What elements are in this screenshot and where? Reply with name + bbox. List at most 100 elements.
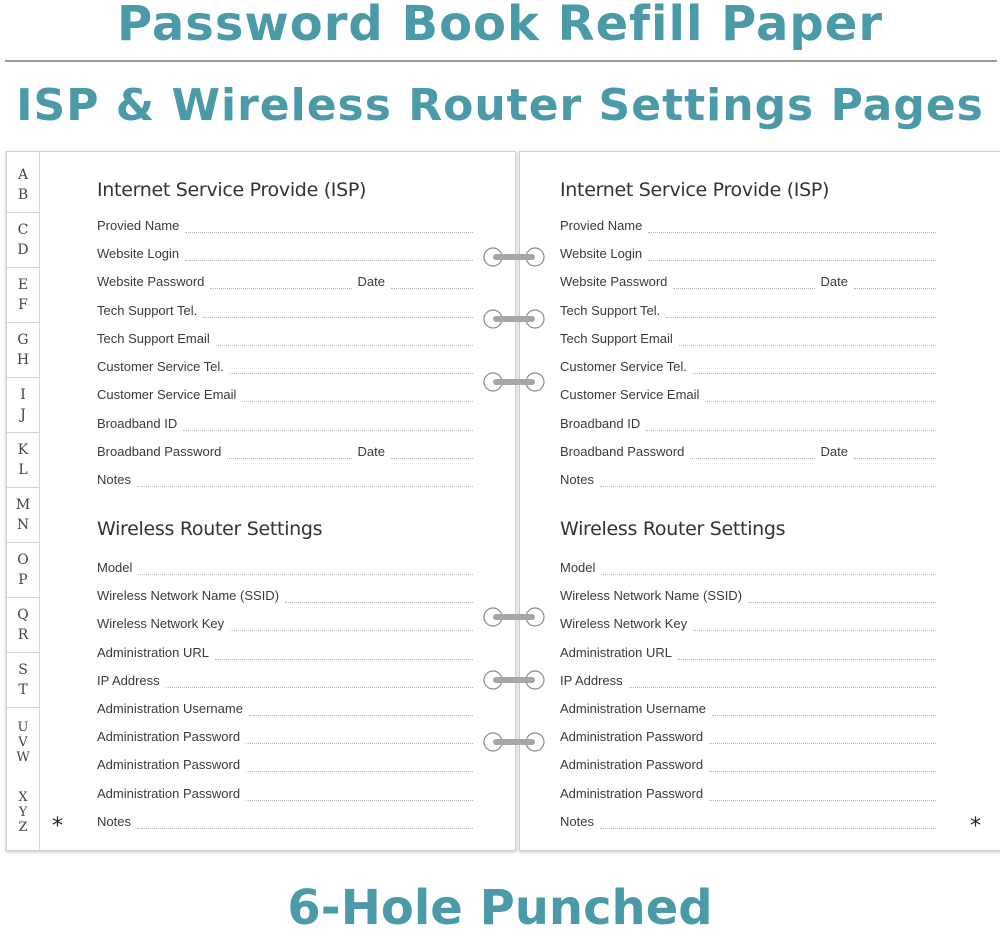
isp-field-row: Website Password Date bbox=[97, 271, 473, 289]
field-label: Broadband ID bbox=[97, 416, 178, 431]
router-field-row: IP Address bbox=[560, 670, 936, 688]
write-in-line[interactable] bbox=[215, 333, 473, 346]
router-field-row: Wireless Network Name (SSID) bbox=[560, 585, 936, 603]
field-label: Tech Support Email bbox=[560, 331, 673, 346]
isp-field-row: Customer Service Tel. bbox=[97, 356, 473, 374]
router-field-row: Model bbox=[560, 557, 936, 575]
write-in-line[interactable] bbox=[666, 305, 936, 318]
write-in-line[interactable] bbox=[709, 731, 936, 744]
date-write-in-line[interactable] bbox=[854, 446, 936, 459]
write-in-line[interactable] bbox=[246, 759, 473, 772]
write-in-line[interactable] bbox=[138, 562, 473, 575]
ring-bar bbox=[493, 379, 535, 385]
date-write-in-line[interactable] bbox=[854, 276, 936, 289]
router-field-row: Wireless Network Key bbox=[97, 613, 473, 631]
field-label: Tech Support Tel. bbox=[560, 303, 661, 318]
write-in-line[interactable] bbox=[210, 276, 352, 289]
write-in-line[interactable] bbox=[599, 474, 936, 487]
write-in-line[interactable] bbox=[648, 248, 936, 261]
write-in-line[interactable] bbox=[285, 590, 473, 603]
field-label: Administration URL bbox=[97, 645, 209, 660]
tab-letter: D bbox=[17, 241, 29, 258]
isp-field-row: Provied Name bbox=[560, 215, 936, 233]
field-label: Wireless Network Key bbox=[560, 616, 688, 631]
field-label: Customer Service Tel. bbox=[97, 359, 224, 374]
tab-letter: X bbox=[18, 789, 28, 805]
write-in-line[interactable] bbox=[246, 731, 473, 744]
page-title: Password Book Refill Paper bbox=[117, 0, 883, 52]
write-in-line[interactable] bbox=[242, 389, 473, 402]
date-label: Date bbox=[357, 274, 385, 289]
isp-field-row: Broadband ID bbox=[560, 413, 936, 431]
date-label: Date bbox=[357, 444, 385, 459]
write-in-line[interactable] bbox=[690, 446, 815, 459]
write-in-line[interactable] bbox=[709, 788, 936, 801]
write-in-line[interactable] bbox=[183, 418, 473, 431]
write-in-line[interactable] bbox=[693, 618, 936, 631]
tab-letter: W bbox=[16, 749, 30, 765]
write-in-line[interactable] bbox=[709, 759, 936, 772]
ring-bar bbox=[493, 739, 535, 745]
router-field-row: Notes bbox=[97, 811, 473, 829]
router-section-heading: Wireless Router Settings bbox=[97, 518, 323, 540]
tab-letter: Q bbox=[17, 606, 29, 623]
write-in-line[interactable] bbox=[229, 361, 473, 374]
isp-field-row: Tech Support Email bbox=[97, 328, 473, 346]
write-in-line[interactable] bbox=[165, 675, 473, 688]
write-in-line[interactable] bbox=[136, 474, 473, 487]
write-in-line[interactable] bbox=[601, 562, 936, 575]
date-label: Date bbox=[820, 274, 848, 289]
date-write-in-line[interactable] bbox=[391, 276, 473, 289]
field-label: Website Password bbox=[97, 274, 205, 289]
field-label: IP Address bbox=[560, 673, 623, 688]
write-in-line[interactable] bbox=[692, 361, 936, 374]
write-in-line[interactable] bbox=[246, 788, 473, 801]
write-in-line[interactable] bbox=[227, 446, 352, 459]
write-in-line[interactable] bbox=[711, 703, 936, 716]
date-write-in-line[interactable] bbox=[391, 446, 473, 459]
write-in-line[interactable] bbox=[678, 333, 936, 346]
field-label: Customer Service Email bbox=[560, 387, 700, 402]
write-in-line[interactable] bbox=[136, 816, 473, 829]
write-in-line[interactable] bbox=[215, 647, 473, 660]
title-divider bbox=[5, 60, 997, 62]
tab-letter: Z bbox=[18, 819, 28, 835]
router-field-row: Wireless Network Key bbox=[560, 613, 936, 631]
write-in-line[interactable] bbox=[678, 647, 936, 660]
write-in-line[interactable] bbox=[599, 816, 936, 829]
write-in-line[interactable] bbox=[185, 220, 473, 233]
write-in-line[interactable] bbox=[185, 248, 473, 261]
router-field-row: Administration Password bbox=[97, 783, 473, 801]
write-in-line[interactable] bbox=[628, 675, 936, 688]
date-label: Date bbox=[820, 444, 848, 459]
field-label: Provied Name bbox=[97, 218, 180, 233]
field-label: Notes bbox=[97, 472, 131, 487]
write-in-line[interactable] bbox=[230, 618, 473, 631]
write-in-line[interactable] bbox=[203, 305, 473, 318]
isp-field-row: Customer Service Tel. bbox=[560, 356, 936, 374]
field-label: Website Login bbox=[560, 246, 643, 261]
write-in-line[interactable] bbox=[673, 276, 815, 289]
write-in-line[interactable] bbox=[648, 220, 936, 233]
write-in-line[interactable] bbox=[646, 418, 936, 431]
tab-letter: P bbox=[18, 571, 28, 588]
write-in-line[interactable] bbox=[705, 389, 936, 402]
write-in-line[interactable] bbox=[748, 590, 936, 603]
isp-field-row: Notes bbox=[560, 469, 936, 487]
ring-bar bbox=[493, 614, 535, 620]
write-in-line[interactable] bbox=[248, 703, 473, 716]
field-label: Administration Password bbox=[97, 757, 241, 772]
